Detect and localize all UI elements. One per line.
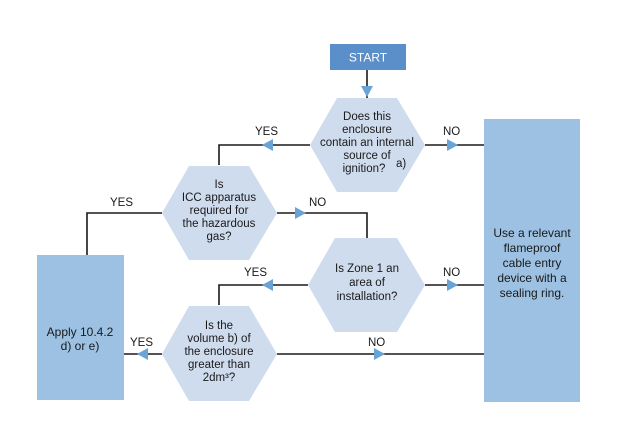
outcome-apply-line-2: d) or e) <box>61 339 100 353</box>
decision-volume-line-5: 2dm³? <box>203 372 236 384</box>
ignition-yes-line <box>218 144 310 165</box>
outcome-flameproof-line-1: Use a relevant <box>493 226 571 240</box>
decision-ignition-hexagon <box>310 98 425 192</box>
decision-ignition-line-3: contain an internal <box>320 137 414 149</box>
outcome-flameproof-line-5: sealing ring. <box>500 286 565 300</box>
decision-volume-line-2: volume b) of <box>187 333 251 345</box>
decision-icc-line-2: ICC apparatus <box>182 192 256 204</box>
decision-zone-line-2: area of <box>349 277 386 289</box>
arrow-left-icon <box>262 279 273 291</box>
icc-no-line <box>277 212 368 240</box>
decision-ignition-line-4: source of <box>343 150 391 162</box>
arrow-right-icon <box>447 279 458 291</box>
outcome-flameproof-line-4: device with a <box>497 271 567 285</box>
arrow-left-icon <box>137 348 148 360</box>
decision-zone-line-3: installation? <box>337 291 398 303</box>
outcome-flameproof-line-3: cable entry <box>503 256 562 270</box>
edge-label-zone-no: NO <box>443 267 460 279</box>
start-label: START <box>349 51 388 65</box>
edge-label-icc-yes: YES <box>110 197 133 209</box>
icc-yes-line <box>86 212 162 255</box>
decision-ignition-line-2: enclosure <box>342 124 392 136</box>
outcome-flameproof: Use a relevant flameproof cable entry de… <box>484 119 580 402</box>
edge-label-icc-no: NO <box>309 197 326 209</box>
edge-label-volume-yes: YES <box>130 337 153 349</box>
decision-zone-hexagon <box>308 238 425 332</box>
zone-yes-line <box>218 284 308 305</box>
decision-ignition-line-1: Does this <box>343 111 391 123</box>
edge-label-volume-no: NO <box>368 337 385 349</box>
decision-volume: Is the volume b) of the enclosure greate… <box>162 306 277 401</box>
arrow-right-icon <box>295 207 306 219</box>
edge-label-zone-yes: YES <box>244 267 267 279</box>
decision-ignition-line-5: ignition? <box>343 163 386 175</box>
edge-label-ignition-yes: YES <box>255 126 278 138</box>
decision-icc-line-4: the hazardous <box>183 218 256 230</box>
start-box <box>330 44 406 70</box>
decision-ignition: Does this enclosure contain an internal … <box>310 98 425 192</box>
decision-icc-hexagon <box>162 166 277 260</box>
decision-zone: Is Zone 1 an area of installation? <box>308 238 425 332</box>
edge-label-ignition-no: NO <box>443 126 460 138</box>
decision-volume-line-1: Is the <box>205 320 233 332</box>
arrow-right-icon <box>447 139 458 151</box>
decision-volume-line-3: the enclosure <box>184 346 253 358</box>
outcome-flameproof-box <box>484 119 580 402</box>
decision-volume-line-4: greater than <box>188 359 250 371</box>
start-node: START <box>330 44 406 70</box>
edge-labels: YES NO YES NO YES NO YES NO <box>110 126 460 349</box>
decision-icc-line-5: gas? <box>207 231 232 243</box>
arrowheads <box>137 86 458 360</box>
arrow-right-icon <box>374 348 385 360</box>
outcome-apply-box <box>37 255 124 400</box>
decision-ignition-footnote: a) <box>396 158 406 170</box>
decision-volume-hexagon <box>162 306 277 401</box>
arrow-down-icon <box>361 86 373 97</box>
outcome-apply: Apply 10.4.2 d) or e) <box>37 255 124 400</box>
decision-icc-line-3: required for <box>190 205 249 217</box>
decision-zone-line-1: Is Zone 1 an <box>335 263 399 275</box>
decision-icc: Is ICC apparatus required for the hazard… <box>162 166 277 260</box>
outcome-apply-line-1: Apply 10.4.2 <box>47 325 114 339</box>
arrow-left-icon <box>262 139 273 151</box>
decision-icc-line-1: Is <box>215 179 224 191</box>
connectors <box>86 70 484 355</box>
outcome-flameproof-line-2: flameproof <box>504 241 561 255</box>
